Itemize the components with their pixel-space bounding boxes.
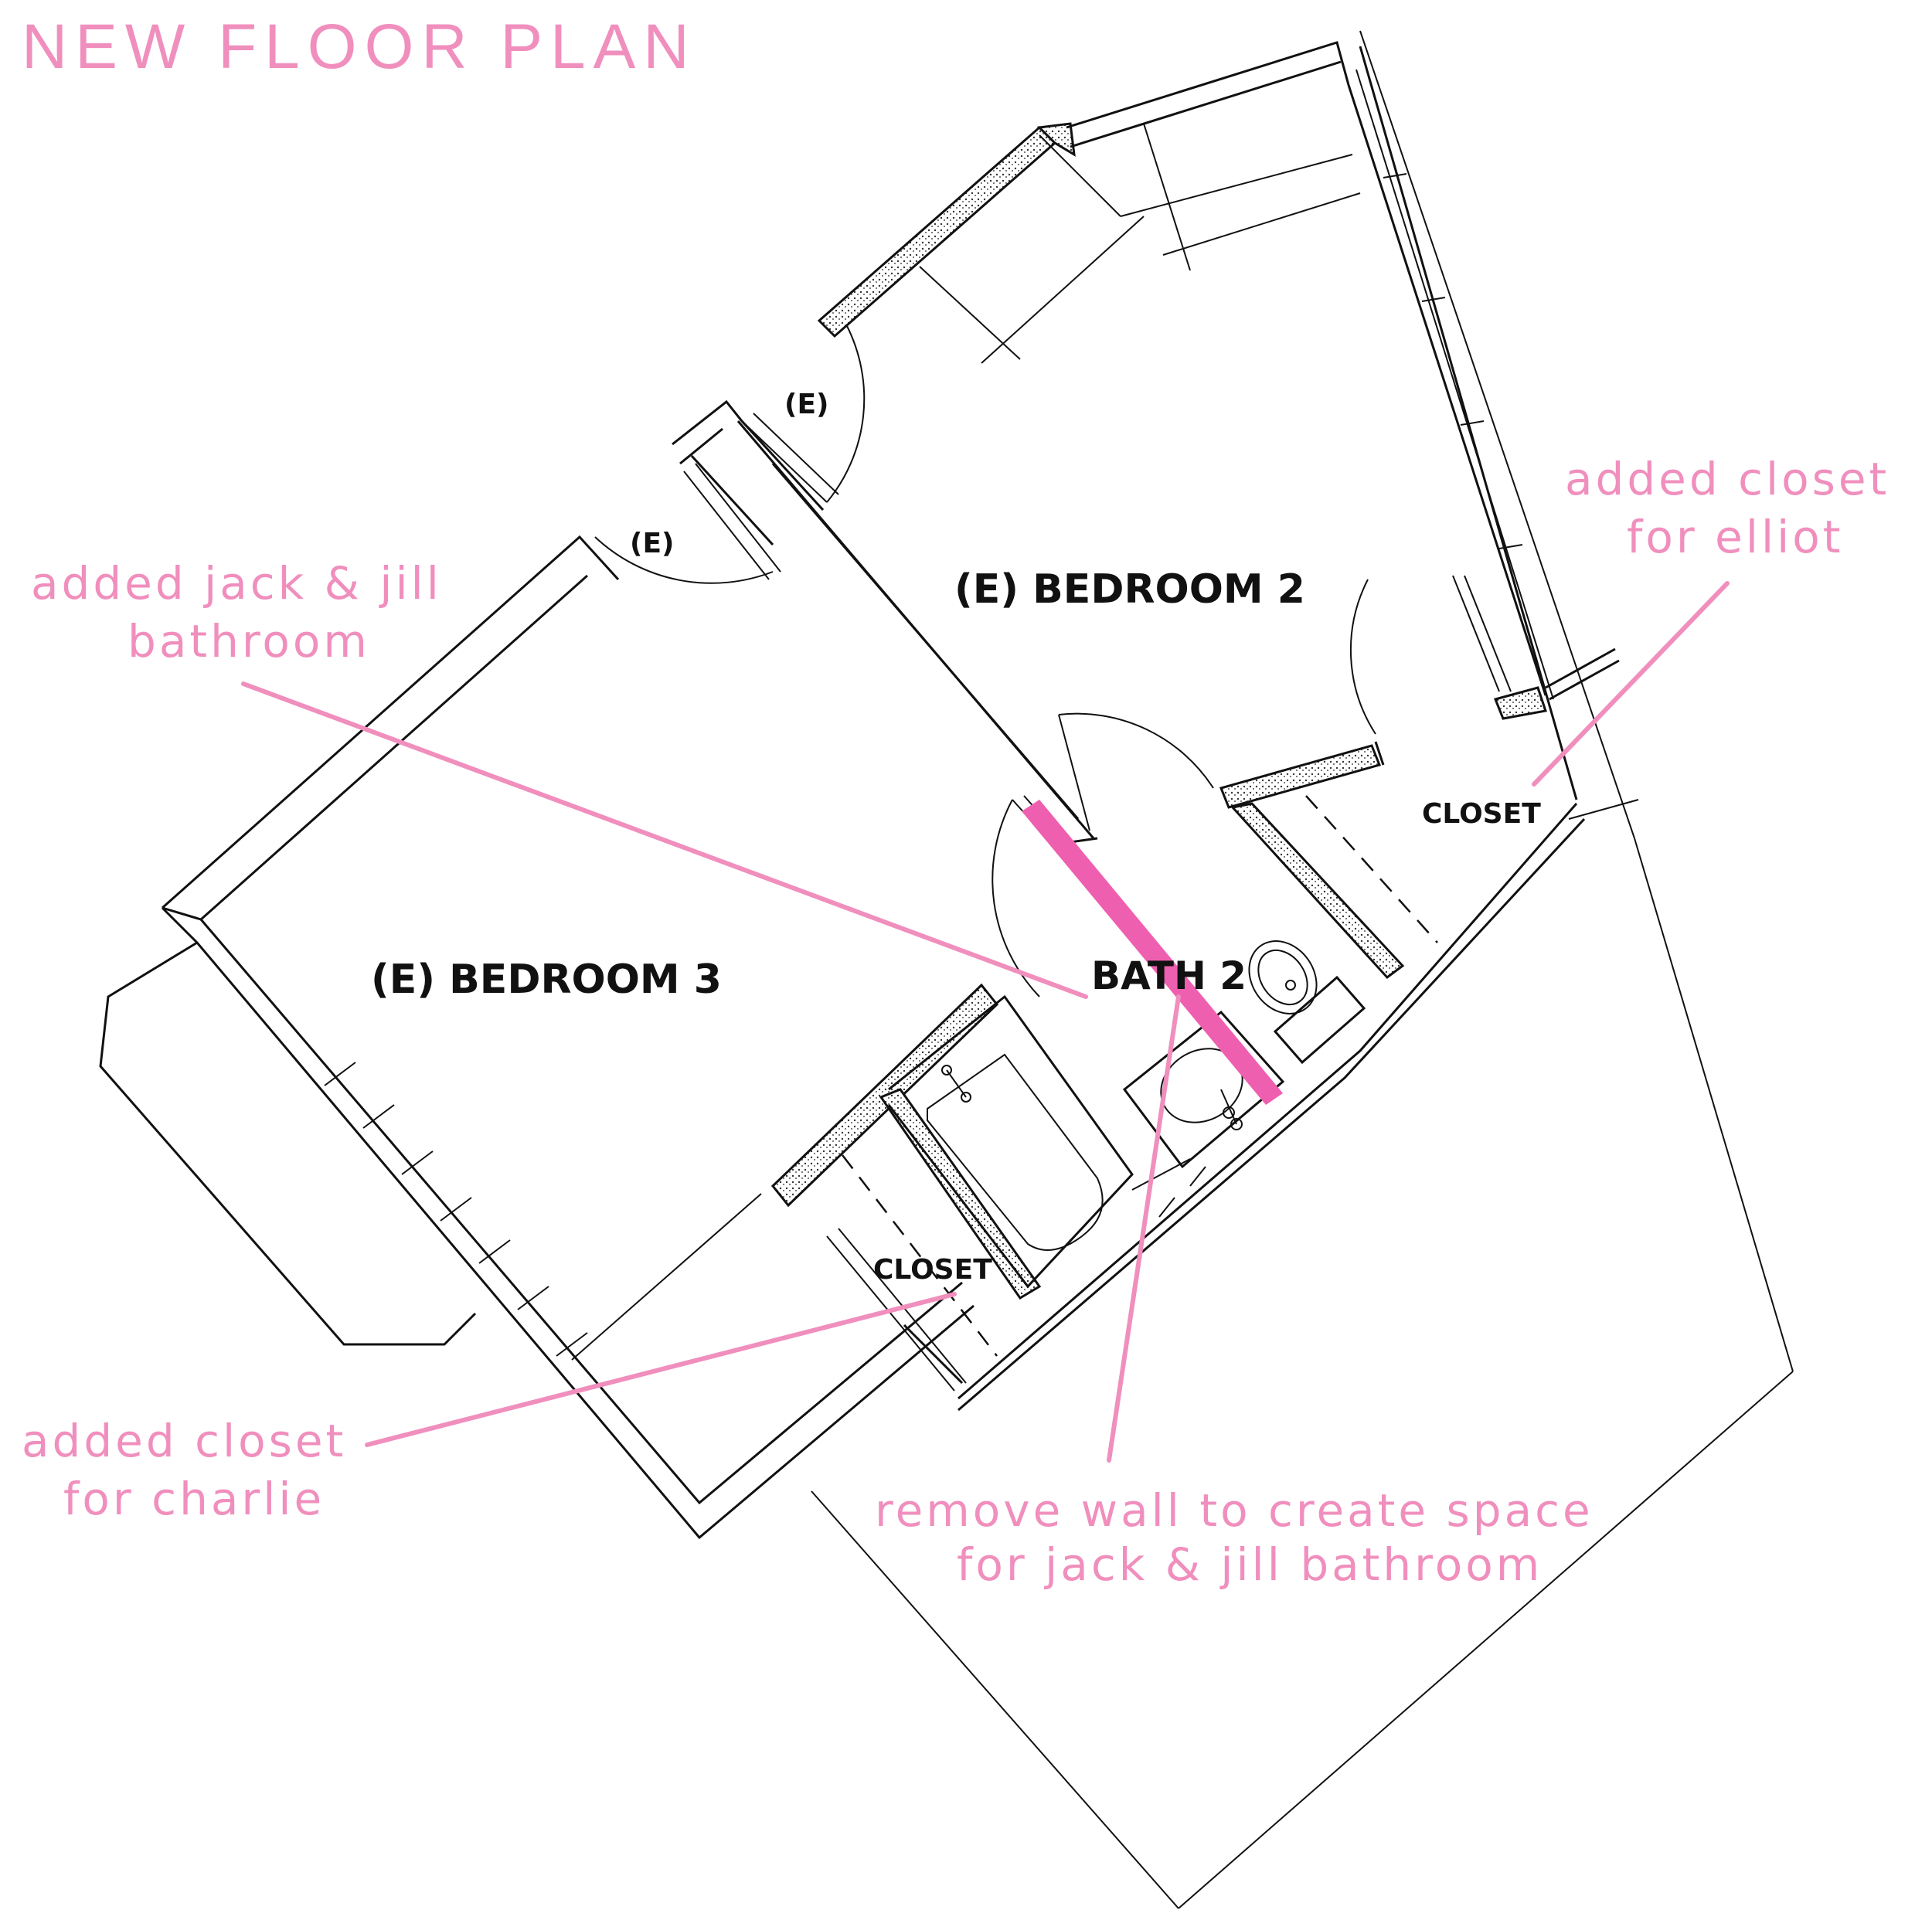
annotation-charlie-line1: added closet (22, 1415, 346, 1467)
vanity (1122, 1010, 1285, 1169)
closet-right-label: CLOSET (1422, 798, 1541, 830)
annotation-jack-jill-line2: bathroom (128, 615, 370, 668)
removed-wall (1022, 800, 1283, 1105)
bedroom-3-label: (E) BEDROOM 3 (371, 957, 722, 1003)
annotation-charlie-line2: for charlie (63, 1473, 325, 1525)
bedroom-2-label: (E) BEDROOM 2 (954, 566, 1305, 613)
annotation-leaders (241, 581, 1730, 1463)
bath-2-label: BATH 2 (1091, 953, 1247, 998)
door-tag-upper: (E) (784, 389, 829, 420)
lot-boundary (811, 30, 1794, 1909)
annotation-elliot-line2: for elliot (1627, 511, 1843, 563)
closet-left-label: CLOSET (873, 1254, 992, 1286)
closet-right (1230, 575, 1512, 980)
door-tag-lower: (E) (630, 528, 675, 559)
annotation-remove-wall-line1: remove wall to create space (875, 1484, 1594, 1537)
bedroom-2-walls (672, 41, 1620, 839)
bedroom-3-walls (99, 535, 975, 1540)
annotation-elliot-line1: added closet (1565, 453, 1889, 505)
bathtub (0, 0, 1, 1)
toilet (1248, 940, 1318, 1014)
annotation-remove-wall-line2: for jack & jill bathroom (957, 1538, 1543, 1591)
door-swings (594, 324, 866, 584)
bath-2 (0, 0, 1586, 1412)
annotation-jack-jill-line1: added jack & jill (31, 557, 442, 610)
plan-title: NEW FLOOR PLAN (22, 12, 697, 82)
